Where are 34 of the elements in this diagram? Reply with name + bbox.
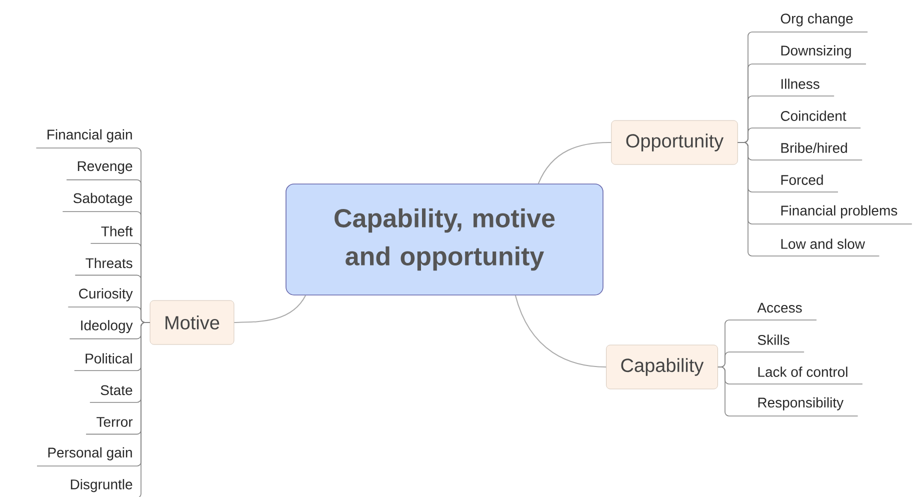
underlined-label: Financial problems xyxy=(752,205,912,224)
branch-box: Motive xyxy=(150,300,234,345)
underlined-label: Revenge xyxy=(66,161,138,180)
connector xyxy=(538,142,612,184)
underlined-label: Coincident xyxy=(752,110,861,128)
underlined-label: Personal gain xyxy=(36,447,138,466)
branch-box: Opportunity xyxy=(611,120,738,165)
underlined-label: Threats xyxy=(74,258,138,276)
underlined-label: Forced xyxy=(752,174,838,192)
underlined-label: Low and slow xyxy=(752,238,880,256)
underlined-label: Ideology xyxy=(69,320,138,340)
underlined-label: Theft xyxy=(90,226,138,244)
underlined-label: Political xyxy=(74,353,138,371)
underlined-label: Access xyxy=(728,302,817,320)
underlined-label: Financial gain xyxy=(36,129,138,148)
connector xyxy=(136,322,150,497)
underlined-label: Curiosity xyxy=(68,288,138,308)
underlined-label: Lack of control xyxy=(728,366,863,384)
underlined-label: Skills xyxy=(728,334,804,352)
connector xyxy=(234,294,306,323)
underlined-label: State xyxy=(90,385,138,403)
underlined-label: Org change xyxy=(752,13,868,32)
topic-box: Capability, motive and opportunity xyxy=(286,184,604,296)
branch-box: Capability xyxy=(606,344,718,390)
underlined-label: Downsizing xyxy=(752,45,866,64)
connector xyxy=(514,294,607,368)
underlined-label: Sabotage xyxy=(62,192,138,212)
connector xyxy=(737,142,752,256)
connector xyxy=(718,366,730,416)
underlined-label: Illness xyxy=(752,78,834,96)
underlined-label: Responsibility xyxy=(728,397,858,416)
underlined-label: Disgruntle xyxy=(70,479,132,492)
underlined-label: Terror xyxy=(86,417,138,435)
underlined-label: Bribe/hired xyxy=(752,142,862,160)
